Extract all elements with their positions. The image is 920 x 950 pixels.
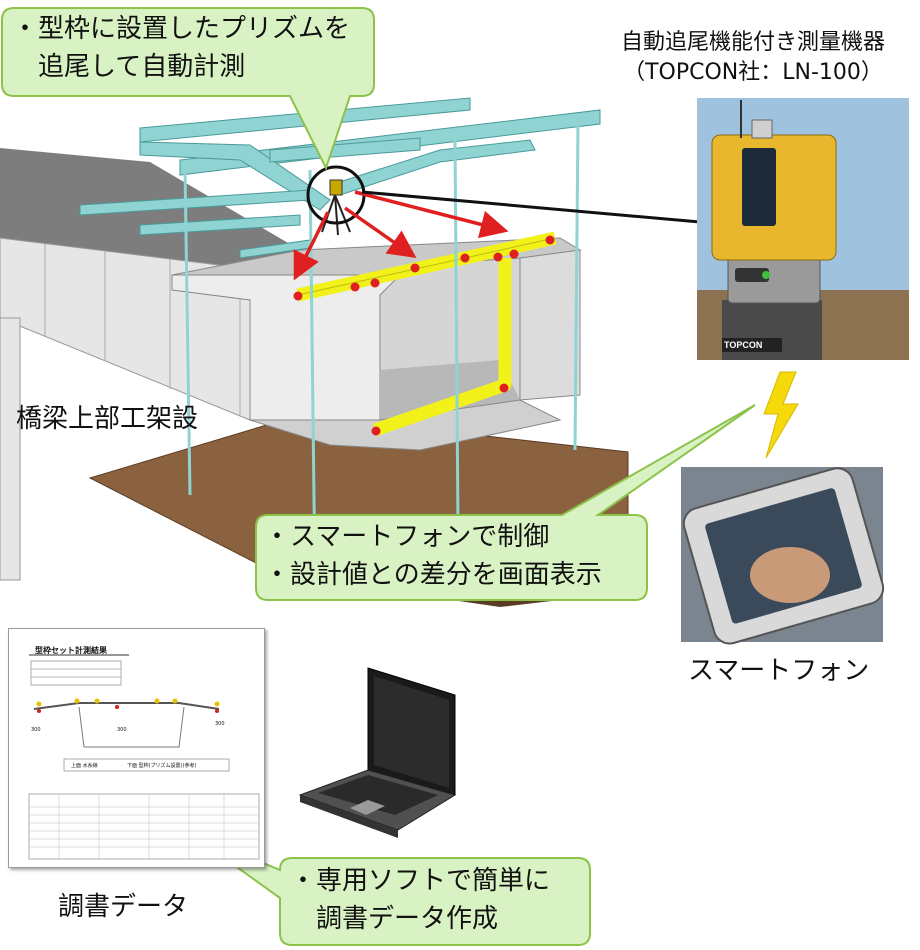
prism-point [509,249,519,259]
sheet-info-box [30,660,122,686]
device-brand-text: TOPCON [724,340,763,350]
formwork-top-outline [297,237,556,296]
laptop-display [374,676,449,788]
report-label: 調書データ [58,892,189,922]
sheet-title: 型枠セット計測結果 [35,646,107,655]
instrument-keypad [735,268,769,282]
laptop-front-edge [300,795,398,838]
hanger-rod [453,139,460,529]
segment-side-web [519,249,581,401]
tripod-leg [334,194,351,233]
sheet-marker [154,698,160,704]
hanger-rod [308,169,317,581]
tripod-leg [334,194,339,236]
instrument-body [329,179,343,196]
callout-middle-text: ・スマートフォンで制御 ・設計値との差分を画面表示 [264,518,602,594]
callout-bottom-line: ・専用ソフトで簡単に [290,866,551,896]
callout-middle-bubble [255,404,756,601]
callout-middle-line: ・スマートフォンで制御 [264,522,550,552]
instrument-lens-window [742,148,776,226]
sheet-drawing [28,654,260,860]
device-title-line2: （TOPCON社：LN-100） [623,60,883,85]
measure-arrow [343,206,417,259]
sheet-section-box [78,706,185,748]
prism-points [293,235,555,436]
laptop-illustration [298,667,457,838]
sheet-red-markers [37,705,219,713]
sheet-table [28,793,260,860]
callout-top-line: ・型枠に設置したプリズムを [12,14,351,44]
sheet-legend-item: 上面 水糸線 [71,763,98,769]
callout-top-bubble [1,7,375,171]
sheet-red-marker [115,705,119,709]
report-sheet: 型枠セット計測結果 [8,628,265,868]
sheet-marker [214,701,220,707]
sheet-red-marker [37,709,41,713]
frame-rail [139,214,301,236]
callout-top-line: 追尾して自動計測 [38,52,246,82]
callout-top-text: ・型枠に設置したプリズムを 追尾して自動計測 [12,10,350,86]
sheet-table-grid [29,794,259,859]
instrument-handle [751,119,773,139]
brand-plate [722,338,782,352]
smartphone-photo [681,467,885,645]
power-button-icon [762,271,770,279]
connector-line [361,190,701,224]
prism-point [545,235,555,245]
sheet-marker [36,701,42,707]
measurement-arrows [293,190,509,281]
prism-point [499,383,509,393]
hanger-rods [183,119,580,581]
prism-point [460,253,470,263]
total-station-photo [697,98,909,360]
sheet-legend-box [63,758,230,772]
sheet-marker [74,698,80,704]
callout-bottom-line: 調書データ作成 [316,904,499,934]
wireless-bolt-icon [763,371,799,459]
pier [0,317,21,581]
laptop-trackpad [350,800,385,815]
sheet-marker [172,698,178,704]
prism-point [350,282,360,292]
callout-middle-line: ・設計値との差分を画面表示 [264,560,602,590]
sheet-dim: 300 [215,721,225,727]
prism-point [293,291,303,301]
smartphone-label: スマートフォン [688,656,870,686]
sheet-section-top [33,702,220,710]
measure-arrow [293,211,330,281]
sheet-legend-item: 下面 型枠(プリズム設置)(参考) [127,763,197,769]
sheet-red-marker [215,709,219,713]
prism-point [371,426,381,436]
hanger-rod [573,119,580,451]
bridge-label: 橋梁上部工架設 [16,404,199,434]
prism-point [493,252,503,262]
sheet-markers [36,698,220,707]
girder-top-deck [0,148,300,275]
hanger-rod [183,167,192,496]
device-title-line1: 自動追尾機能付き測量機器 [620,30,885,55]
callout-bottom-bubble [187,831,591,946]
laptop-keyboard [318,775,438,815]
hand [750,547,830,603]
device-title: 自動追尾機能付き測量機器 （TOPCON社：LN-100） [590,28,916,88]
sheet-dim: 300 [117,727,127,733]
sheet-dim: 300 [31,727,41,733]
measure-arrow [354,190,509,239]
sheet-marker [94,698,100,704]
prism-point [410,263,420,273]
callout-bottom-text: ・専用ソフトで簡単に 調書データ作成 [290,862,550,938]
frame-cross-beam [269,137,421,163]
prism-point [370,278,380,288]
formwork-top-highlight [296,231,557,302]
